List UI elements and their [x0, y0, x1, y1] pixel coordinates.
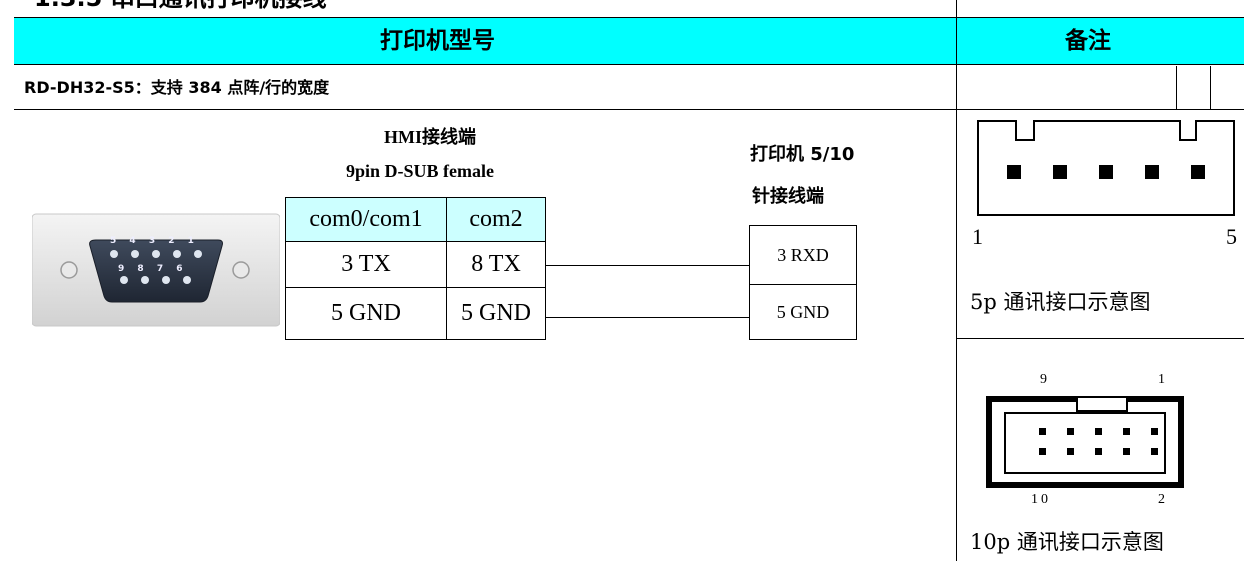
connector-5p-pin1-label: 1 — [972, 224, 983, 249]
hmi-pin-com2-gnd: 5 GND — [446, 287, 546, 340]
printer-model-text: RD-DH32-S5：支持 384 点阵/行的宽度 — [24, 78, 330, 97]
connector-10p-pin2-label: 2 — [1158, 492, 1165, 507]
connector-10p-pin9-label: 9 — [1040, 372, 1047, 387]
port-pin-numbers-top: 5 4 3 2 1 — [110, 236, 194, 246]
hmi-pin-com0-gnd: 5 GND — [285, 287, 447, 340]
cell-divider — [1210, 66, 1211, 109]
table-header-bar — [14, 17, 1244, 65]
printer-title-line2: 针接线端 — [752, 186, 824, 207]
connector-5p-pin5-label: 5 — [1226, 224, 1237, 249]
cell-divider — [1176, 66, 1177, 109]
model-column-header: 打印机型号 — [380, 28, 495, 54]
connector-5p-caption: 5p 通讯接口示意图 — [970, 290, 1151, 314]
printer-title-line1: 打印机 5/10 — [750, 144, 855, 165]
hmi-header-com2: com2 — [446, 197, 546, 242]
column-divider — [956, 0, 957, 561]
hmi-title-line1: HMI接线端 — [384, 127, 476, 147]
connector-10p-caption: 10p 通讯接口示意图 — [970, 530, 1164, 554]
note-row-divider — [956, 338, 1244, 339]
wire-gnd-gnd — [546, 317, 750, 318]
connector-10p-pin1-label: 1 — [1158, 372, 1165, 387]
connector-10p-drawing — [986, 396, 1184, 488]
hmi-title-line2: 9pin D-SUB female — [346, 161, 494, 181]
note-column-header: 备注 — [1065, 28, 1111, 54]
row-divider — [14, 109, 1244, 110]
hmi-header-com0-com1: com0/com1 — [285, 197, 447, 242]
hmi-pin-com0-tx: 3 TX — [285, 241, 447, 288]
connector-5p-drawing — [977, 120, 1235, 216]
port-pin-numbers-bottom: 9 8 7 6 — [118, 264, 183, 274]
printer-pin-gnd: 5 GND — [749, 284, 857, 340]
connector-10p-pin10-label: 10 — [1031, 492, 1051, 507]
section-title: 1.3.5 串口通讯打印机接线 — [34, 0, 327, 13]
wire-tx-rxd — [546, 265, 750, 266]
hmi-pin-com2-tx: 8 TX — [446, 241, 546, 288]
printer-pin-rxd: 3 RXD — [749, 225, 857, 285]
dsub-connector-image — [32, 213, 280, 327]
